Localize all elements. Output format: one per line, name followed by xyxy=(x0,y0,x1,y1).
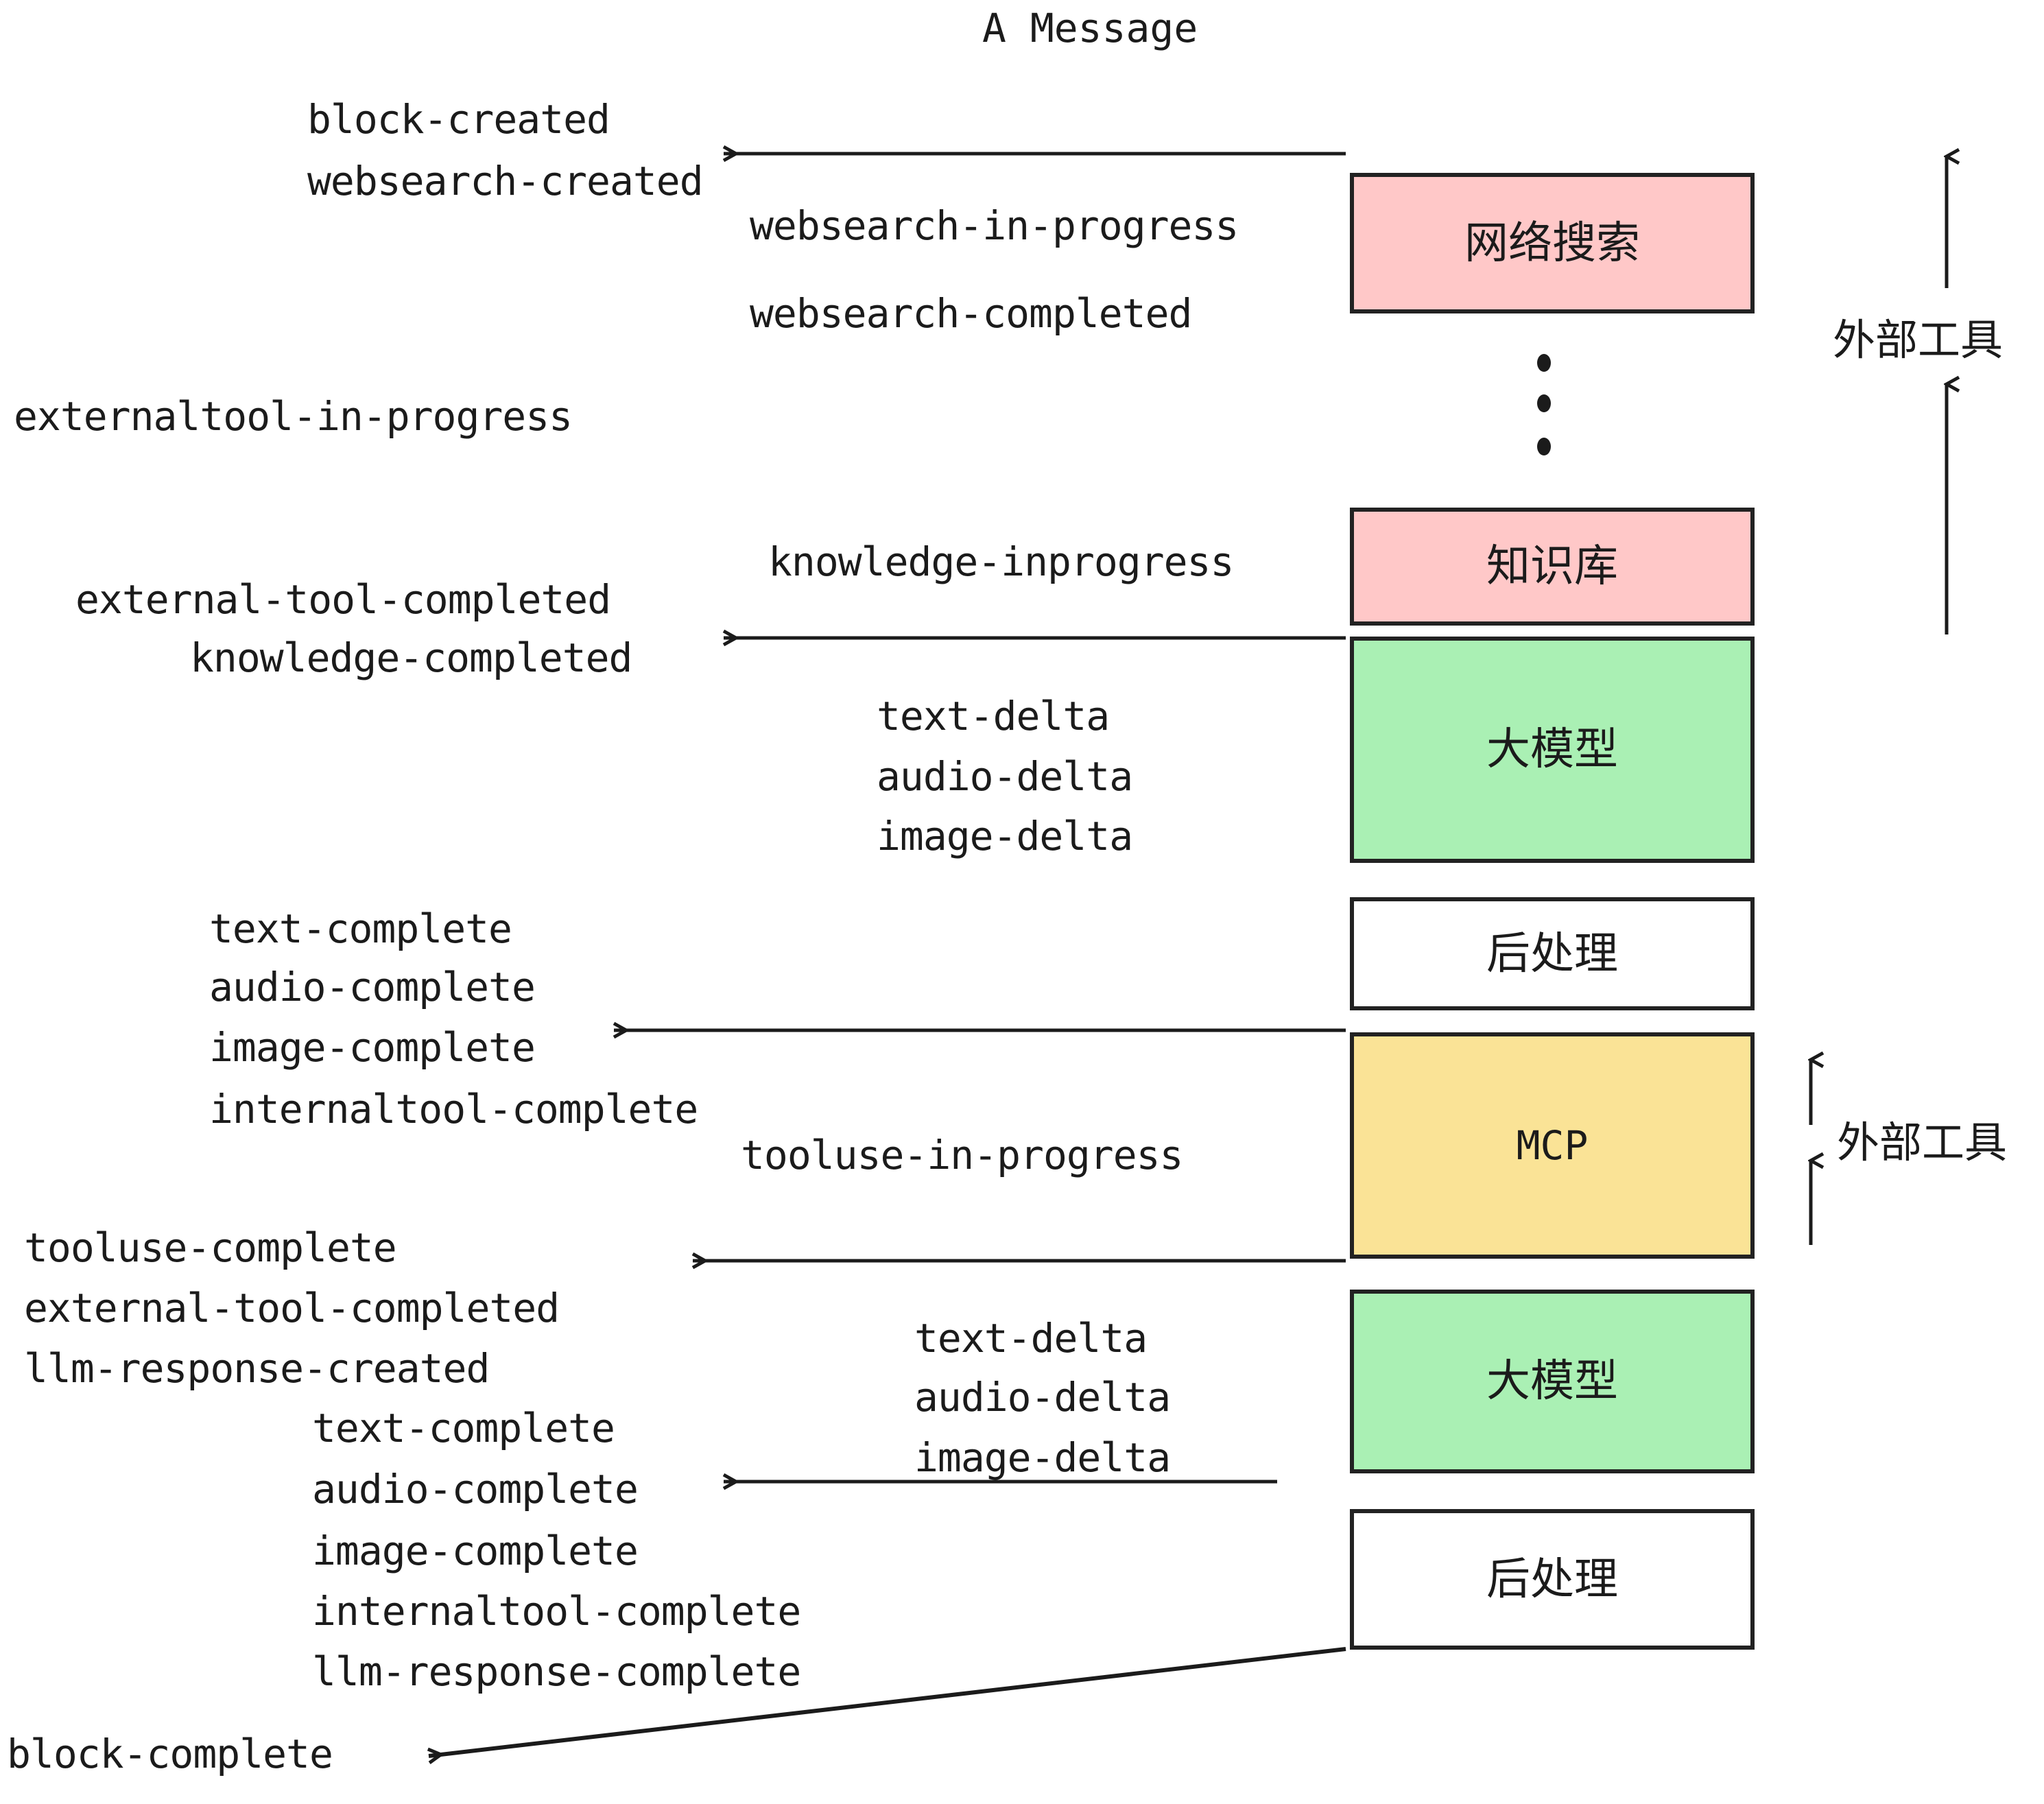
event-block-complete: block-complete xyxy=(7,1731,333,1777)
event-knowledge-inprogress: knowledge-inprogress xyxy=(768,538,1234,585)
box-llm-1-label: 大模型 xyxy=(1486,724,1618,775)
event-audio-delta-2: audio-delta xyxy=(914,1374,1171,1421)
event-audio-complete-2: audio-complete xyxy=(312,1466,639,1512)
annotation-external-tools-top: 外部工具 xyxy=(1833,315,2004,365)
event-text-delta-2: text-delta xyxy=(914,1315,1148,1362)
ellipsis-dot-1 xyxy=(1537,354,1551,372)
box-mcp-label: MCP xyxy=(1516,1122,1589,1169)
box-llm-2[interactable]: 大模型 xyxy=(1350,1290,1755,1473)
box-postprocess-2-label: 后处理 xyxy=(1486,1554,1618,1605)
box-websearch[interactable]: 网络搜索 xyxy=(1350,173,1755,313)
event-tooluse-in-progress: tooluse-in-progress xyxy=(741,1132,1183,1178)
ellipsis-dot-3 xyxy=(1537,438,1551,455)
event-internaltool-complete-1: internaltool-complete xyxy=(209,1086,698,1132)
box-mcp[interactable]: MCP xyxy=(1350,1032,1755,1259)
event-image-complete-1: image-complete xyxy=(209,1024,536,1071)
event-externaltool-in-progress: externaltool-in-progress xyxy=(14,393,573,440)
box-llm-1[interactable]: 大模型 xyxy=(1350,637,1755,863)
event-image-delta-1: image-delta xyxy=(877,813,1133,859)
event-websearch-completed: websearch-completed xyxy=(750,290,1192,337)
event-text-delta-1: text-delta xyxy=(877,693,1110,739)
box-knowledge-label: 知识库 xyxy=(1486,541,1618,592)
event-audio-delta-1: audio-delta xyxy=(877,753,1133,800)
box-postprocess-2[interactable]: 后处理 xyxy=(1350,1509,1755,1650)
event-internaltool-complete-2: internaltool-complete xyxy=(312,1588,801,1635)
event-block-created: block-created xyxy=(307,96,610,143)
box-postprocess-1[interactable]: 后处理 xyxy=(1350,897,1755,1010)
event-external-tool-completed-2: external-tool-completed xyxy=(24,1285,560,1331)
event-text-complete-1: text-complete xyxy=(209,905,512,952)
event-image-complete-2: image-complete xyxy=(312,1528,639,1574)
event-external-tool-completed-1: external-tool-completed xyxy=(75,576,611,623)
event-llm-response-created: llm-response-created xyxy=(24,1345,490,1392)
arrow-postprocess2-to-block-complete xyxy=(429,1647,1346,1756)
event-image-delta-2: image-delta xyxy=(914,1434,1171,1481)
event-tooluse-complete: tooluse-complete xyxy=(24,1224,397,1271)
event-websearch-created: websearch-created xyxy=(307,158,704,204)
ellipsis-dot-2 xyxy=(1537,394,1551,412)
box-knowledge[interactable]: 知识库 xyxy=(1350,508,1755,626)
event-audio-complete-1: audio-complete xyxy=(209,964,536,1010)
box-llm-2-label: 大模型 xyxy=(1486,1356,1618,1407)
box-websearch-label: 网络搜索 xyxy=(1464,217,1640,269)
diagram-title: A Message xyxy=(982,5,1198,51)
event-llm-response-complete: llm-response-complete xyxy=(312,1648,801,1695)
box-postprocess-1-label: 后处理 xyxy=(1486,928,1618,980)
annotation-external-tools-bottom: 外部工具 xyxy=(1837,1117,2008,1167)
event-text-complete-2: text-complete xyxy=(312,1405,615,1451)
event-websearch-in-progress: websearch-in-progress xyxy=(750,202,1239,249)
event-knowledge-completed: knowledge-completed xyxy=(190,634,632,681)
